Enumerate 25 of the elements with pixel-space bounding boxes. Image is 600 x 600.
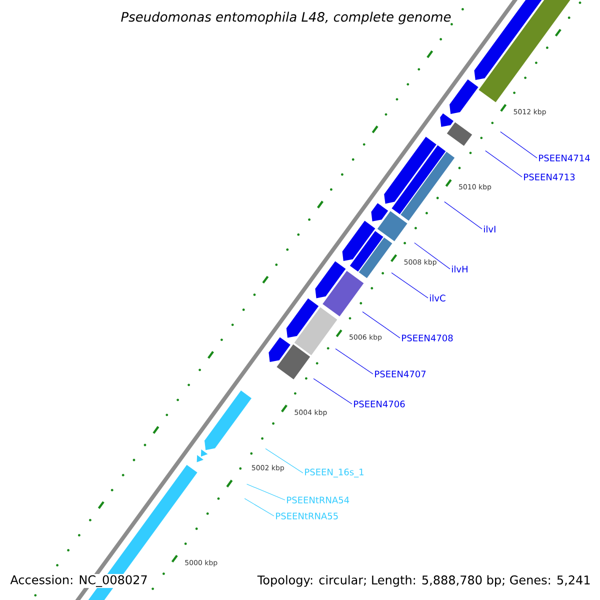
gene-label: PSEENtRNA54 [287,496,350,504]
leader-line [244,498,274,516]
gene-label: PSEEN4707 [375,370,426,378]
gene-label: ilvI [484,226,496,232]
leader-line [485,150,522,178]
gene-label: PSEEN4708 [402,334,453,342]
gene-label: PSEEN_16s_1 [305,468,364,478]
leader-line [500,131,538,158]
leader-line [444,202,482,230]
gene-label: PSEEN4713 [524,174,575,180]
leader-line [391,272,428,298]
leader-line [335,348,374,374]
accession-text: Accession: NC_008027 [9,574,149,588]
gene-label: PSEEN4706 [354,400,405,408]
leader-line [362,311,400,338]
gene-label: ilvH [452,266,468,272]
genome-info-text: Topology: circular; Length: 5,888,780 bp; Genes: 5,241 [256,574,592,588]
leader-line [313,378,352,404]
gene-label: ilvC [430,294,446,302]
gene-label: PSEENtRNA55 [276,512,338,520]
leader-line [265,448,304,474]
gene-label: PSEEN4714 [539,154,590,162]
title: Pseudomonas entomophila L48, complete genome [121,12,451,24]
leader-line [246,484,286,500]
leader-line [414,242,450,270]
